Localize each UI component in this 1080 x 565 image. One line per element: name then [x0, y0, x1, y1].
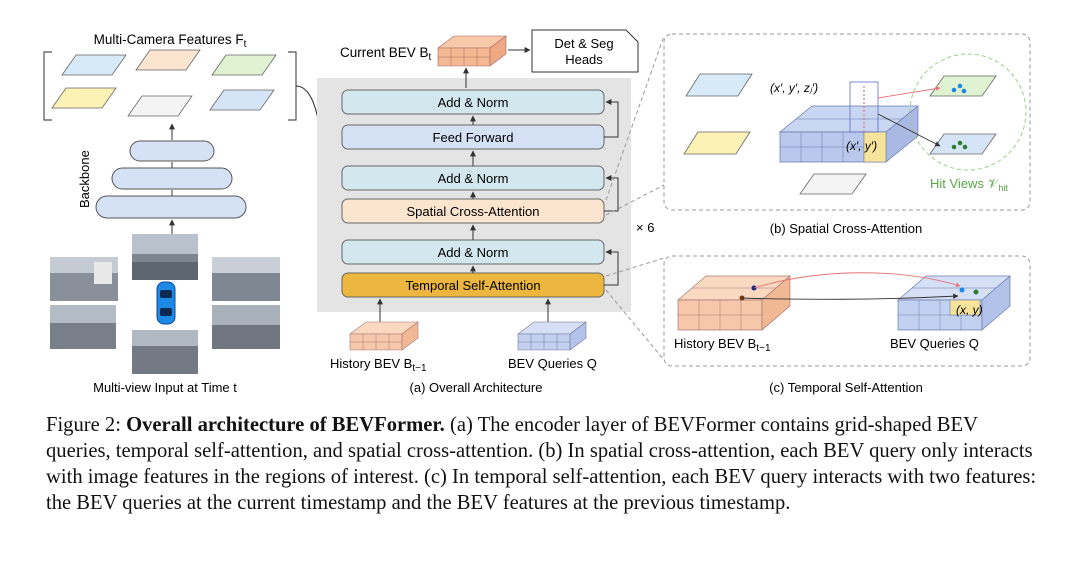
- panel-c: (x, y) History BEV Bt−1 BEV Queries Q (c…: [663, 255, 1031, 395]
- history-bev-grid: [349, 321, 419, 351]
- right-bracket: [288, 51, 297, 121]
- backbone-label: Backbone: [77, 150, 92, 208]
- spatial-cross-attention-label: Spatial Cross-Attention: [407, 204, 540, 219]
- feature-map-3: [211, 54, 277, 76]
- point-xy-label: (x, y): [956, 303, 983, 317]
- ego-car-icon: [156, 281, 176, 325]
- history-bev-label: History BEV Bt−1: [330, 356, 427, 374]
- times-six-label: × 6: [636, 220, 654, 235]
- add-norm-label-3: Add & Norm: [438, 95, 509, 110]
- bev-queries-grid: [517, 321, 587, 351]
- caption-prefix: Figure 2:: [46, 414, 127, 436]
- multi-camera-features-section: Multi-Camera Features Ft: [43, 32, 297, 121]
- feature-map-6: [209, 89, 275, 111]
- sca-view-3: [799, 173, 867, 195]
- heads-label-line1: Det & Seg: [554, 36, 613, 51]
- multi-camera-features-label: Multi-Camera Features Ft: [94, 32, 247, 50]
- tsa-bev-queries-label: BEV Queries Q: [890, 336, 979, 351]
- sca-bev-grid: [779, 81, 919, 163]
- tsa-history-bev-grid: [677, 275, 791, 331]
- feed-forward-label: Feed Forward: [433, 130, 514, 145]
- encoder-section: Current BEV Bt Det & Seg Heads Add & Nor…: [317, 29, 654, 395]
- multi-view-input-label: Multi-view Input at Time t: [93, 380, 237, 395]
- hit-views-circle: [909, 53, 1027, 171]
- backbone-layer-3: [95, 195, 247, 219]
- panel-c-frame: [663, 255, 1031, 367]
- current-bev-grid: [437, 35, 507, 67]
- feature-map-2: [135, 49, 201, 71]
- add-norm-block-3: [341, 89, 605, 115]
- caption-body: (a) The encoder layer of BEVFormer conta…: [46, 414, 1037, 514]
- det-seg-heads-box: [531, 29, 639, 73]
- tsa-history-bev-label: History BEV Bt−1: [674, 336, 771, 354]
- feature-map-1: [61, 54, 127, 76]
- panel-b: (x′, y′, zⱼ′) (x′, y′) Hit Views 𝒱hit (b…: [663, 33, 1031, 236]
- hit-view-2: [929, 133, 997, 155]
- sca-view-2: [683, 131, 751, 155]
- heads-label-line2: Heads: [565, 52, 603, 67]
- backbone-layer-1: [129, 140, 215, 162]
- add-norm-label-2: Add & Norm: [438, 171, 509, 186]
- add-norm-label-1: Add & Norm: [438, 245, 509, 260]
- ref-point-3d-label: (x′, y′, zⱼ′): [770, 81, 818, 95]
- temporal-self-attention-label: Temporal Self-Attention: [405, 278, 540, 293]
- panel-b-frame: [663, 33, 1031, 211]
- feature-map-4: [51, 87, 117, 109]
- bevformer-figure: Multi-Camera Features Ft Backbone: [43, 29, 1031, 395]
- panel-b-label: (b) Spatial Cross-Attention: [770, 221, 922, 236]
- backbone-layer-2: [111, 167, 233, 190]
- bev-queries-label: BEV Queries Q: [508, 356, 597, 371]
- hit-view-1: [929, 75, 997, 97]
- hit-views-label: Hit Views 𝒱hit: [930, 176, 1008, 193]
- multi-view-images: Multi-view Input at Time t: [50, 234, 280, 395]
- feature-map-5: [127, 95, 193, 117]
- backbone-section: Backbone: [77, 123, 247, 235]
- panel-c-label: (c) Temporal Self-Attention: [769, 380, 923, 395]
- tsa-bev-queries-grid: [897, 275, 1011, 331]
- panel-a-label: (a) Overall Architecture: [410, 380, 543, 395]
- figure-caption: Figure 2: Overall architecture of BEVFor…: [46, 412, 1046, 516]
- current-bev-label: Current BEV Bt: [340, 45, 432, 63]
- left-bracket: [43, 51, 52, 121]
- caption-bold-title: Overall architecture of BEVFormer.: [126, 414, 445, 436]
- ref-point-2d-label: (x′, y′): [846, 139, 877, 153]
- sca-view-1: [685, 73, 753, 97]
